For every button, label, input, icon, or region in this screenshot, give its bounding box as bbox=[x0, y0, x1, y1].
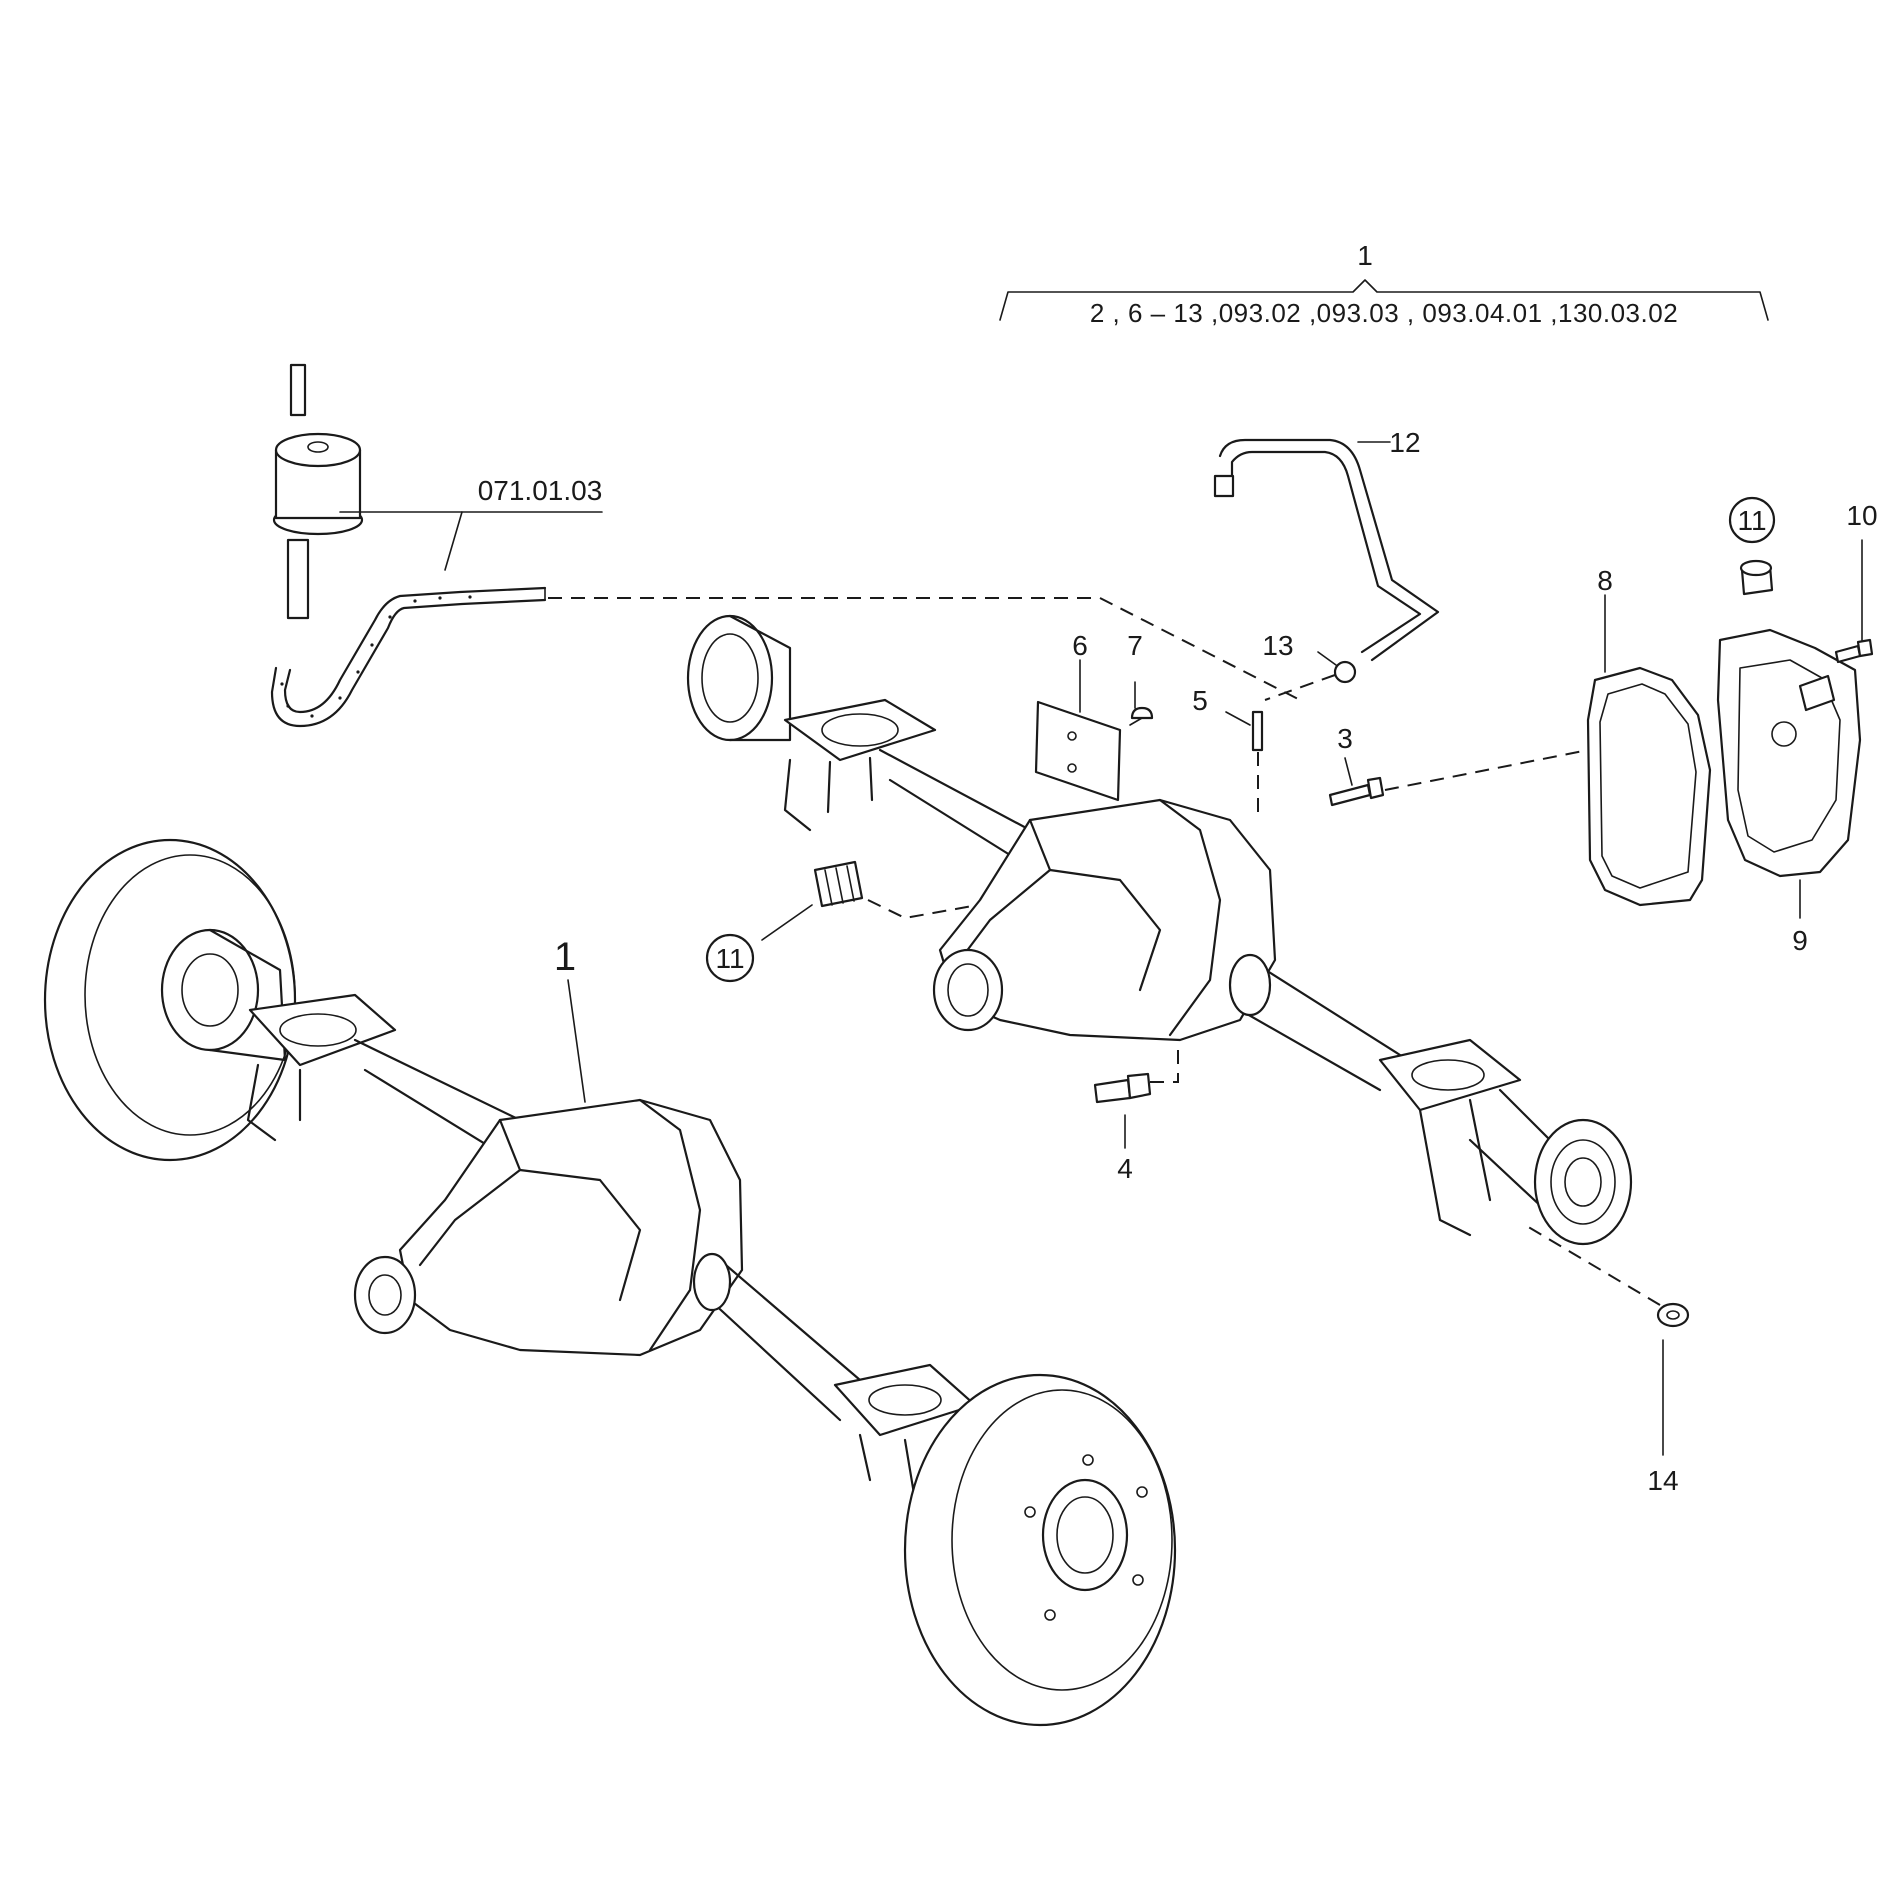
callout-1-leader bbox=[567, 979, 586, 1103]
hose-ref-label: 071.01.03 bbox=[478, 475, 603, 506]
header-includes-list: 2 , 6 – 13 ,093.02 ,093.03 , 093.04.01 ,… bbox=[1090, 298, 1678, 328]
hose-connection-line bbox=[548, 597, 1301, 701]
header-bracket bbox=[999, 279, 1769, 321]
hose-texture bbox=[280, 595, 472, 718]
vent-pipe: 12 bbox=[1213, 427, 1440, 662]
wheel-stud-holes bbox=[1024, 1454, 1148, 1621]
hose-rod-bottom bbox=[286, 538, 310, 620]
callout-13: 13 bbox=[1262, 630, 1293, 661]
callout-9: 9 bbox=[1792, 925, 1808, 956]
callout-11-left: 11 bbox=[715, 943, 744, 974]
housing-pinion-nose bbox=[932, 948, 1004, 1032]
housing-right-flange bbox=[1533, 1118, 1633, 1246]
axle-housing-exploded bbox=[686, 614, 1633, 1246]
callout-6: 6 bbox=[1072, 630, 1088, 661]
hose-rod-top bbox=[289, 363, 307, 417]
callout-1: 1 bbox=[554, 935, 576, 979]
bolt-3 bbox=[1328, 783, 1372, 807]
small-parts: 13 6 7 5 3 4 11 bbox=[705, 630, 1691, 1496]
callout-5: 5 bbox=[1192, 685, 1208, 716]
right-brake-drum bbox=[903, 1373, 1177, 1727]
breather-hose-assembly: 071.01.03 bbox=[270, 363, 1301, 728]
washer-14 bbox=[1656, 1302, 1690, 1328]
axle-assembly-complete: 1 bbox=[43, 838, 1177, 1727]
differential-carrier bbox=[398, 1098, 744, 1357]
callout-3: 3 bbox=[1337, 723, 1353, 754]
housing-left-spring-seat bbox=[783, 698, 937, 762]
bolt-10 bbox=[1834, 644, 1862, 664]
cover-parts: 8 9 11 10 bbox=[1586, 496, 1878, 956]
assembly-header: 1 2 , 6 – 13 ,093.02 ,093.03 , 093.04.01… bbox=[999, 240, 1769, 328]
callout-12: 12 bbox=[1389, 427, 1420, 458]
gasket-8 bbox=[1586, 666, 1712, 907]
housing-right-spring-seat bbox=[1378, 1038, 1522, 1112]
right-hub bbox=[1041, 1478, 1129, 1592]
nut-13 bbox=[1333, 660, 1357, 684]
stud-5 bbox=[1251, 710, 1264, 752]
callout-10: 10 bbox=[1846, 500, 1877, 531]
callout-11-top-circle bbox=[1728, 496, 1776, 544]
breather-hose bbox=[270, 586, 547, 728]
callout-7: 7 bbox=[1127, 630, 1143, 661]
header-main-part-number: 1 bbox=[1357, 240, 1373, 271]
callout-11-top: 11 bbox=[1737, 505, 1766, 536]
id-plate-6 bbox=[1034, 700, 1122, 802]
callout-14: 14 bbox=[1647, 1465, 1678, 1496]
housing-differential-carrier bbox=[938, 798, 1277, 1042]
cover-plug bbox=[1798, 674, 1836, 712]
left-spring-seat bbox=[248, 993, 397, 1067]
fitting-4 bbox=[1093, 1078, 1132, 1104]
bushing-top bbox=[274, 432, 362, 468]
callout-11-left-circle bbox=[705, 933, 755, 983]
callout-4: 4 bbox=[1117, 1153, 1133, 1184]
pinion-flange bbox=[353, 1255, 417, 1335]
rivet-7 bbox=[1130, 706, 1154, 720]
callout-8: 8 bbox=[1597, 565, 1613, 596]
hose-ref-leader bbox=[444, 511, 463, 571]
